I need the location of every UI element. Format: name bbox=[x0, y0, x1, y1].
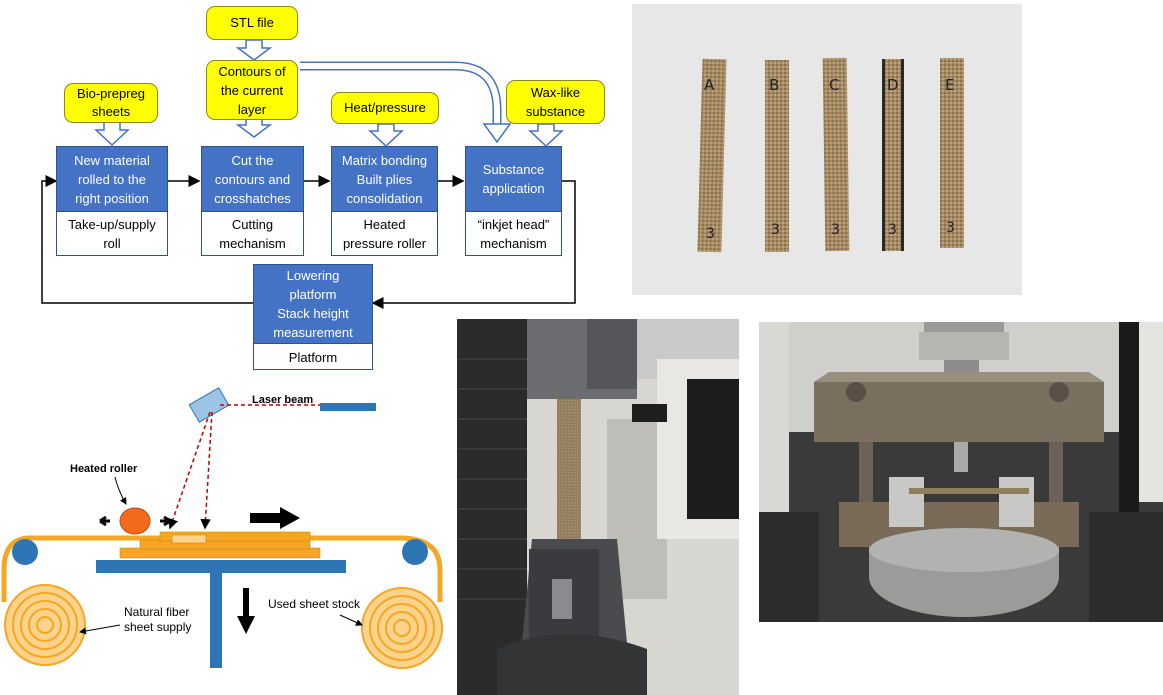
block-arrow-contours bbox=[235, 117, 273, 138]
schematic-drawing bbox=[1, 387, 443, 669]
step-component-label: Take-up/supply roll bbox=[57, 211, 167, 256]
step-process-label: Substance application bbox=[466, 147, 561, 211]
arrow-step4-platform bbox=[371, 180, 576, 309]
platform-down-arrow bbox=[237, 616, 255, 634]
specimen-strips bbox=[697, 57, 964, 253]
specimen-number-d: 3 bbox=[888, 222, 897, 238]
step-cutting: Cut the contours and crosshatches Cuttin… bbox=[201, 146, 304, 256]
sheet-feed-arrow bbox=[280, 507, 300, 529]
specimen-number-a: 3 bbox=[706, 226, 715, 242]
step-material-feed: New material rolled to the right positio… bbox=[56, 146, 168, 256]
tensile-test-photo bbox=[457, 319, 739, 695]
specimen-label-d: D bbox=[887, 76, 899, 94]
input-heat-pressure: Heat/pressure bbox=[331, 92, 439, 124]
specimen-number-c: 3 bbox=[831, 222, 840, 238]
specimen-label-a: A bbox=[704, 76, 715, 94]
laser-beam-label: Laser beam bbox=[252, 394, 314, 406]
step-component-label: Heated pressure roller bbox=[332, 211, 437, 256]
natural-fiber-supply-label: Natural fiber sheet supply bbox=[124, 605, 192, 634]
block-arrow-heat bbox=[368, 123, 404, 148]
step-platform: Lowering platform Stack height measureme… bbox=[253, 264, 373, 370]
bending-fixture-illustration bbox=[759, 322, 1163, 622]
tensile-test-illustration bbox=[457, 319, 739, 695]
block-arrow-bioprepreg bbox=[94, 121, 130, 147]
flowchart-connectors bbox=[41, 39, 576, 309]
step-substance-application: Substance application “inkjet head” mech… bbox=[465, 146, 562, 256]
step-process-label: New material rolled to the right positio… bbox=[57, 147, 167, 211]
specimens-photo: A B C D E 3 3 3 3 3 bbox=[632, 4, 1022, 295]
step-bonding: Matrix bonding Built plies consolidation… bbox=[331, 146, 438, 256]
step-component-label: “inkjet head” mechanism bbox=[466, 211, 561, 256]
input-stl-file: STL file bbox=[206, 6, 298, 40]
block-arrow-stl bbox=[235, 39, 273, 61]
guide-roller-left bbox=[12, 539, 38, 565]
part-stack bbox=[119, 531, 321, 559]
specimen-number-e: 3 bbox=[946, 220, 955, 236]
guide-roller-right bbox=[402, 539, 428, 565]
laser-source bbox=[320, 403, 376, 411]
build-platform bbox=[96, 560, 346, 573]
step-component-label: Cutting mechanism bbox=[202, 211, 303, 256]
arrow-platform-step1 bbox=[41, 175, 253, 304]
bending-fixture-photo bbox=[759, 322, 1163, 622]
input-wax-like: Wax-like substance bbox=[506, 80, 605, 124]
input-contours: Contours of the current layer bbox=[206, 60, 298, 120]
step-component-label: Platform bbox=[254, 343, 372, 370]
specimen-label-b: B bbox=[769, 76, 780, 94]
specimen-label-c: C bbox=[829, 76, 840, 94]
step-process-label: Lowering platform Stack height measureme… bbox=[254, 265, 372, 343]
heated-roller-icon bbox=[119, 507, 151, 535]
platform-column bbox=[210, 573, 222, 668]
used-roll bbox=[361, 587, 443, 669]
laser-mirror bbox=[188, 387, 230, 423]
block-arrow-wax bbox=[528, 123, 564, 148]
arrow-contours-substance bbox=[482, 123, 512, 144]
specimen-number-b: 3 bbox=[771, 222, 780, 238]
step-process-label: Cut the contours and crosshatches bbox=[202, 147, 303, 211]
supply-roll bbox=[4, 584, 86, 666]
input-bio-prepreg: Bio-prepreg sheets bbox=[64, 83, 158, 123]
step-process-label: Matrix bonding Built plies consolidation bbox=[332, 147, 437, 211]
used-sheet-stock-label: Used sheet stock bbox=[268, 597, 361, 611]
specimen-label-e: E bbox=[945, 76, 955, 94]
heated-roller-label: Heated roller bbox=[70, 463, 138, 475]
